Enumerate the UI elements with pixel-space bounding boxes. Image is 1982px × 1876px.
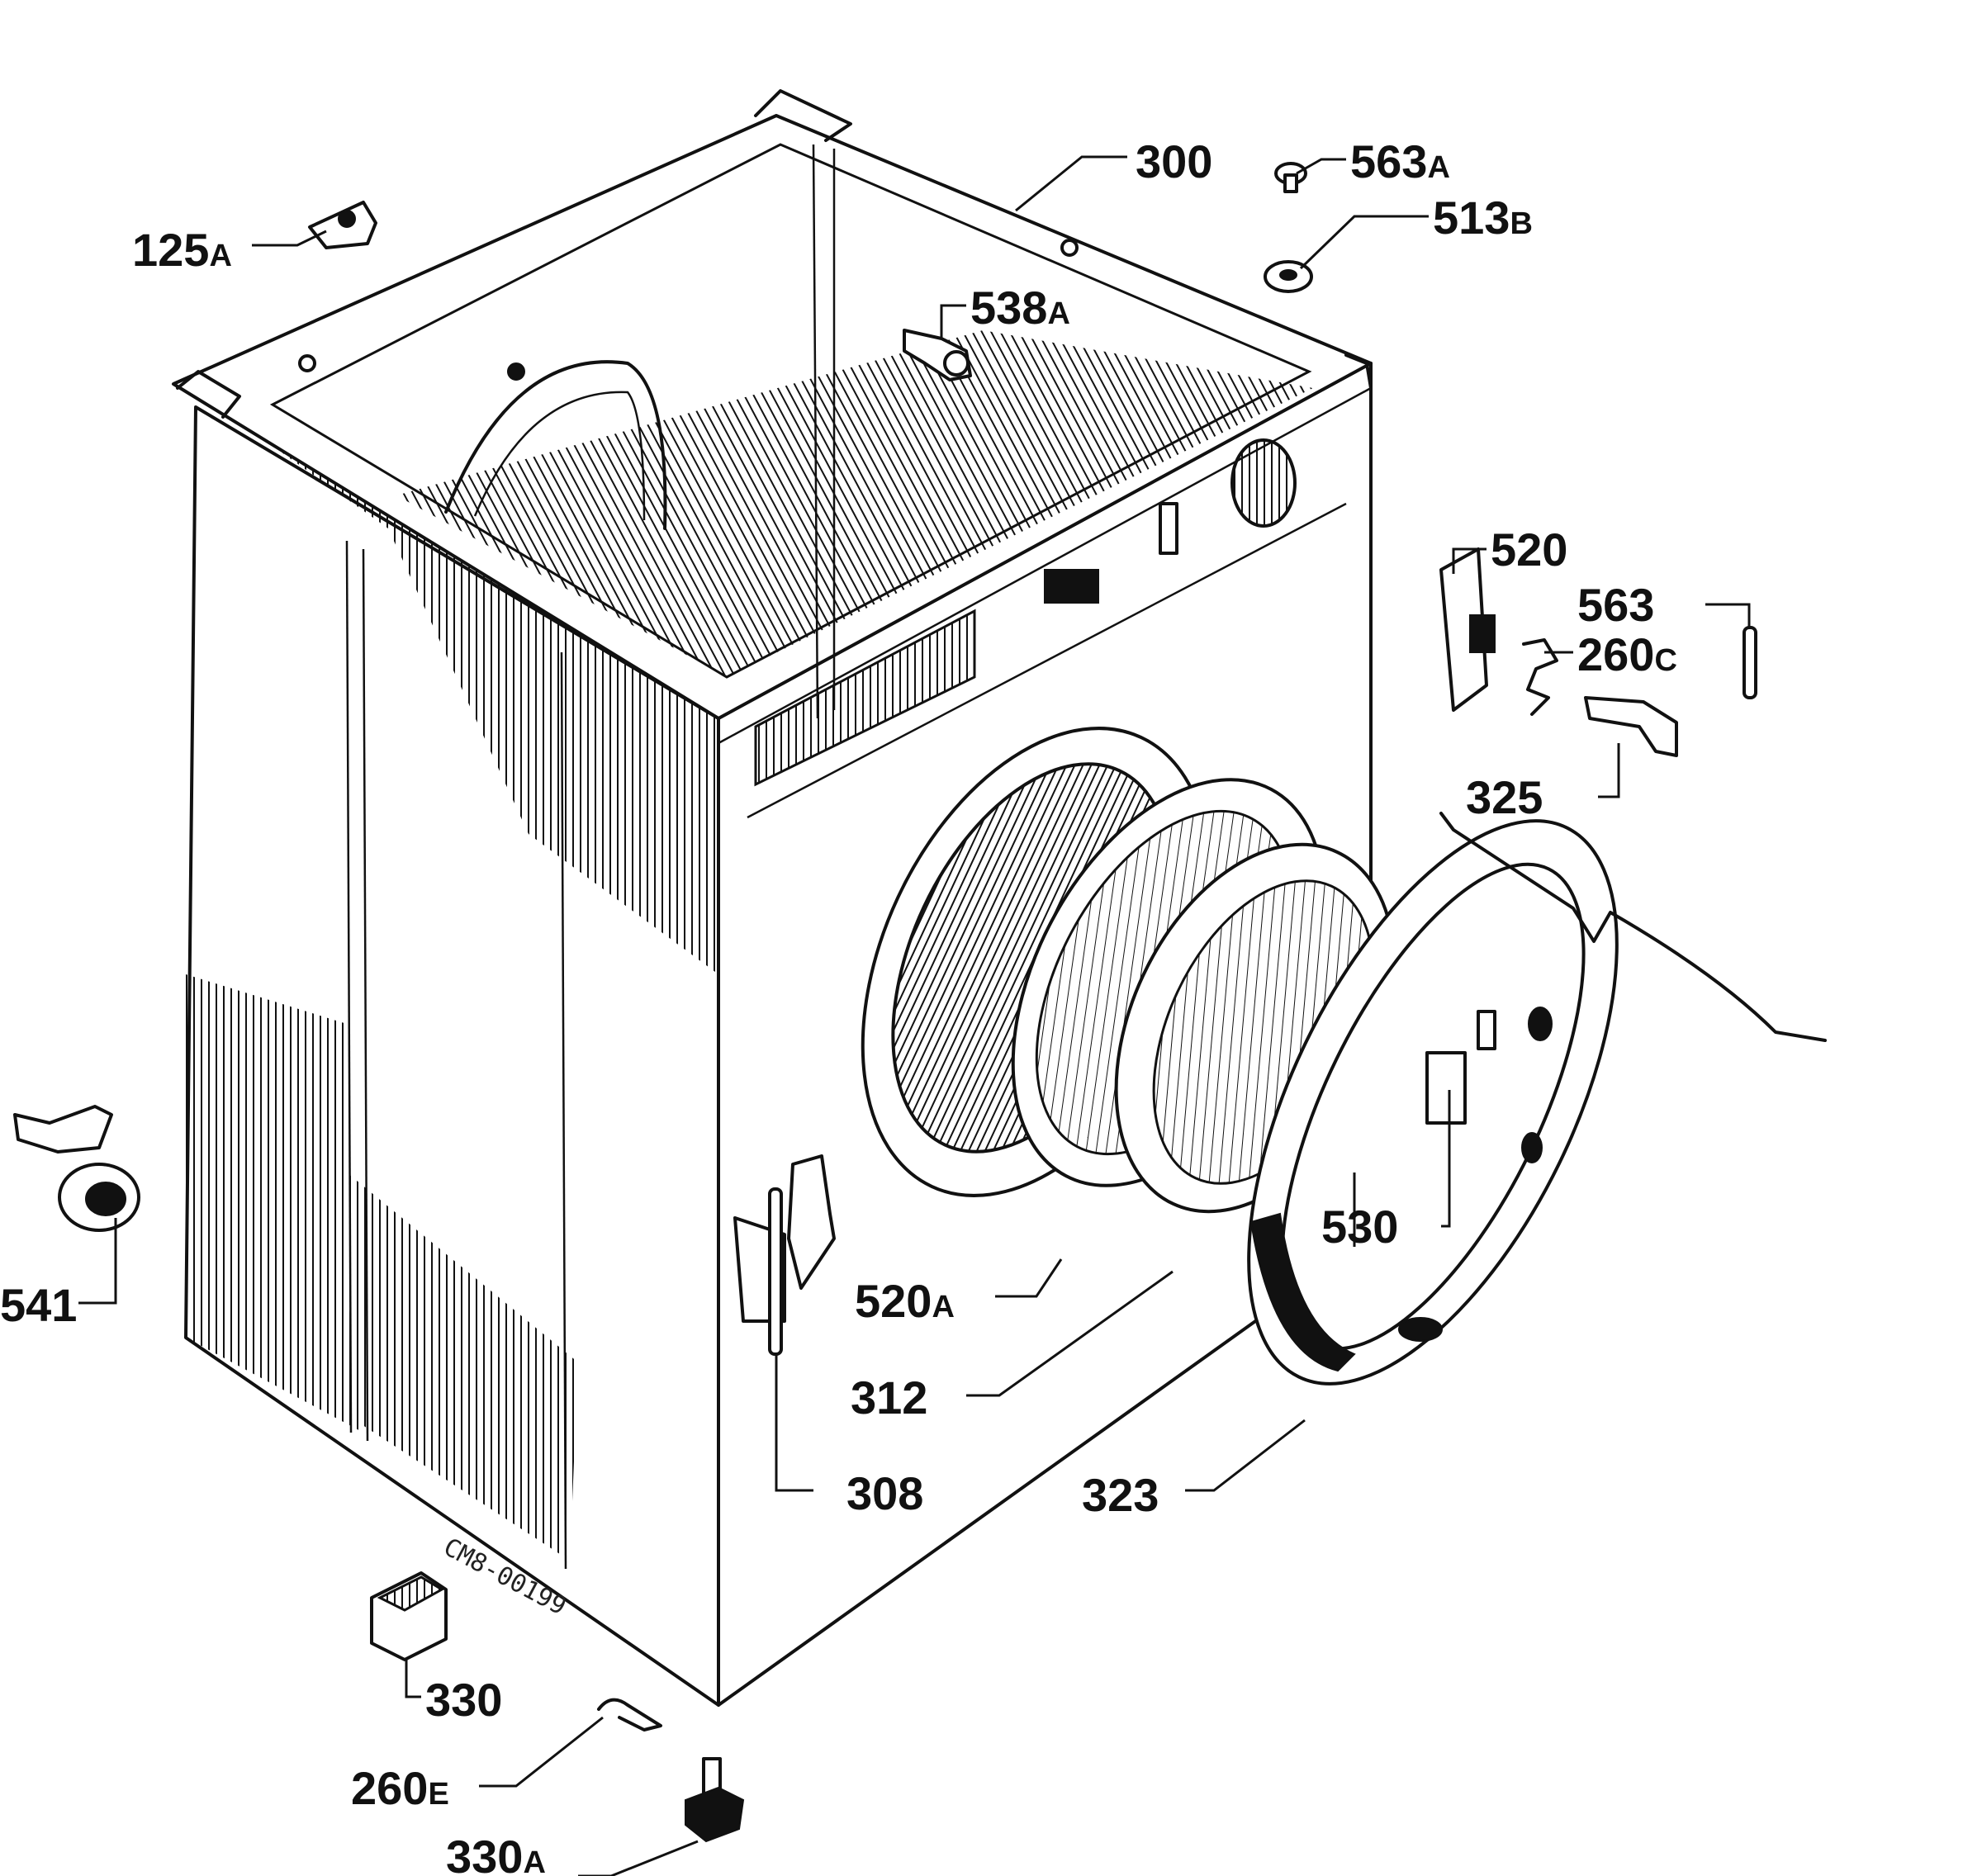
part-563a	[1274, 162, 1307, 193]
leader-323	[1185, 1419, 1306, 1492]
cabinet-hole-2	[507, 362, 525, 381]
cabinet-interior-arch-inner	[473, 391, 646, 521]
cabinet-interior-arch	[444, 360, 667, 530]
leader-541	[78, 1218, 117, 1305]
cabinet-left-shade-top	[273, 446, 718, 974]
cabinet-rail-back	[754, 89, 852, 142]
door-slot-3	[1398, 1317, 1443, 1342]
label-513b: 513B	[1433, 192, 1533, 244]
cabinet-left-shade-bottom	[347, 1172, 578, 1561]
cabinet-control-opening	[754, 609, 976, 787]
label-308: 308	[846, 1467, 923, 1519]
cabinet-hole-1	[298, 354, 316, 372]
part-520-catch	[1469, 614, 1496, 653]
leader-260e	[479, 1716, 604, 1788]
door-handle	[1425, 1051, 1467, 1125]
leader-300	[1015, 155, 1127, 212]
cabinet-interior-shade	[396, 330, 1313, 677]
label-323: 323	[1082, 1469, 1159, 1521]
label-530: 530	[1321, 1201, 1398, 1253]
part-325	[1584, 696, 1678, 757]
part-labels: 125A 300 563A 513B 538A 520 563 260C 325…	[0, 135, 1677, 1876]
leader-312	[966, 1270, 1174, 1397]
leader-325	[1598, 743, 1620, 798]
part-330	[370, 1571, 448, 1661]
label-541: 541	[0, 1279, 77, 1331]
part-563	[1743, 626, 1757, 699]
leader-330a	[578, 1840, 699, 1876]
part-520	[1439, 547, 1496, 712]
cabinet-hole-3	[1060, 239, 1079, 257]
door-parts-brace	[1439, 812, 1827, 1042]
label-520a: 520A	[855, 1275, 955, 1327]
part-330-top	[377, 1575, 444, 1612]
label-330a: 330A	[446, 1831, 546, 1876]
part-513b	[1264, 260, 1313, 293]
cabinet-interior-corner-2	[812, 144, 819, 719]
label-325: 325	[1466, 771, 1543, 823]
part-541	[13, 1105, 140, 1232]
cabinet-front-line-2	[747, 502, 1347, 819]
part-308	[733, 1154, 836, 1356]
leader-520a	[995, 1258, 1063, 1298]
label-563: 563	[1577, 579, 1654, 631]
part-330a-nut	[685, 1786, 745, 1843]
part-260c	[1522, 638, 1558, 716]
cabinet-left-crease-3	[560, 651, 567, 1570]
part-125a-hole	[338, 210, 356, 228]
leader-330	[405, 1660, 421, 1698]
part-260e	[597, 1698, 662, 1732]
part-538a	[903, 329, 972, 381]
cabinet-left-shade-lower	[186, 974, 351, 1338]
door-ring-shadow	[1249, 1212, 1356, 1372]
door-handle-catch	[1477, 1010, 1496, 1050]
part-538a-head	[943, 350, 970, 377]
label-260e: 260E	[351, 1762, 449, 1814]
cabinet-left-crease-1	[345, 540, 353, 1433]
leader-513b	[1299, 215, 1429, 270]
cabinet-rail-left	[176, 370, 241, 419]
label-563a: 563A	[1350, 135, 1450, 187]
label-300: 300	[1136, 135, 1212, 187]
label-538a: 538A	[970, 282, 1070, 334]
leader-563a	[1296, 158, 1346, 175]
part-308-pin	[768, 1187, 783, 1356]
part-541-arm	[13, 1105, 113, 1154]
label-260c: 260C	[1577, 628, 1677, 680]
part-520-plate	[1439, 547, 1488, 712]
leader-520	[1452, 547, 1486, 574]
cabinet-round-port	[1230, 438, 1297, 528]
leader-530-b	[1441, 1090, 1451, 1228]
part-513b-inner	[1279, 269, 1297, 281]
door-slot-2	[1521, 1132, 1543, 1163]
cabinet-slot-2	[1159, 502, 1178, 555]
door-assembly	[861, 727, 1619, 1386]
cabinet-rail-right	[1344, 353, 1373, 390]
leader-lines	[78, 155, 1751, 1876]
leader-308	[775, 1354, 813, 1492]
part-563a-stem	[1283, 173, 1298, 193]
cabinet-300	[172, 89, 1373, 1707]
part-125a	[308, 201, 377, 249]
cabinet-slot-1	[1044, 569, 1099, 604]
part-541-ring-inner	[85, 1182, 126, 1216]
leader-538a	[940, 304, 966, 339]
label-125a: 125A	[132, 224, 232, 276]
leader-563	[1705, 603, 1751, 628]
leader-125a	[252, 230, 327, 247]
cabinet-left-crease-2	[362, 548, 369, 1442]
label-312: 312	[851, 1371, 927, 1424]
door-slot-1	[1528, 1007, 1553, 1041]
part-330a	[685, 1757, 745, 1843]
label-520: 520	[1491, 523, 1567, 576]
label-330: 330	[425, 1674, 502, 1726]
part-308-arm	[787, 1154, 836, 1290]
